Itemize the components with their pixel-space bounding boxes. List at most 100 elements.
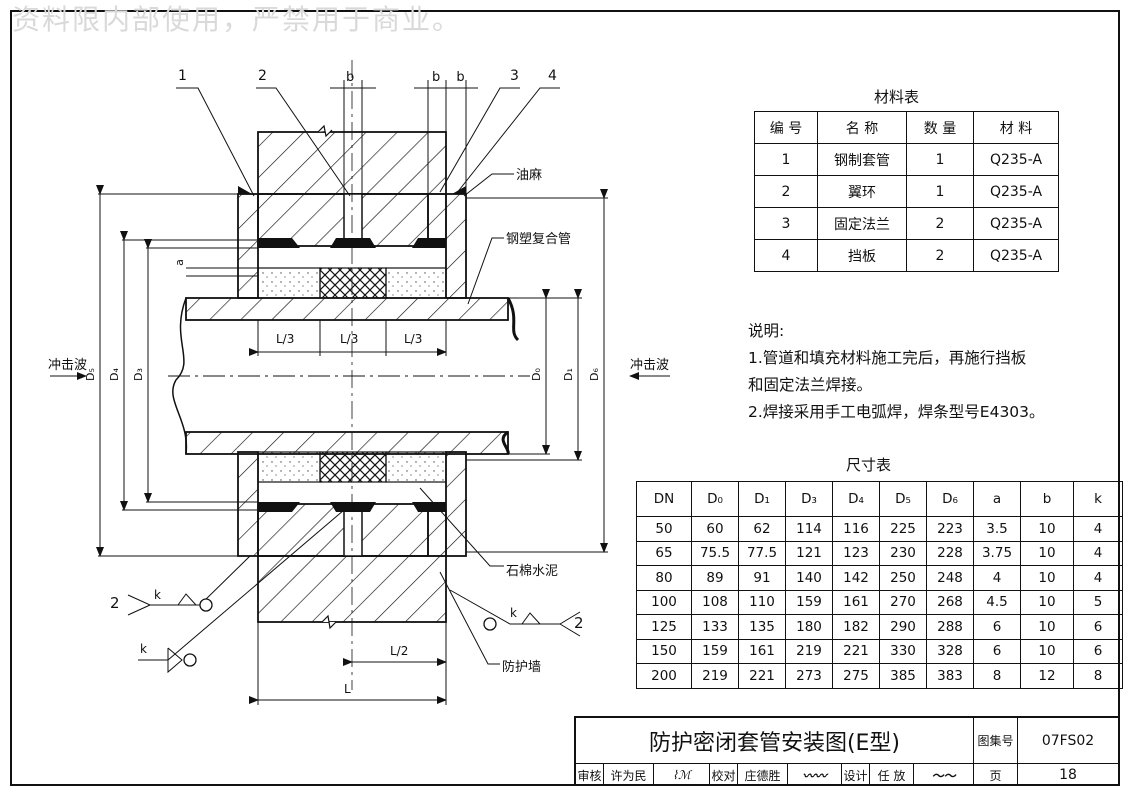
- table-cell: Q235-A: [973, 207, 1059, 240]
- table-cell: 250: [879, 565, 927, 591]
- atlas-label: 图集号: [974, 718, 1018, 764]
- table-cell: 219: [691, 663, 739, 689]
- table-cell: 4: [1073, 540, 1123, 566]
- table-cell: 89: [691, 565, 739, 591]
- table-cell: 翼环: [817, 175, 907, 208]
- table-cell: 275: [832, 663, 880, 689]
- table-header-cell: k: [1073, 481, 1123, 517]
- dim-L: L: [344, 682, 351, 696]
- table-cell: 12: [1020, 663, 1074, 689]
- table-cell: 328: [926, 638, 974, 664]
- drawing-frame: 资料限内部使用，严禁用于商业。: [10, 3, 1120, 786]
- table-header-cell: DN: [636, 481, 692, 517]
- table-cell: 330: [879, 638, 927, 664]
- dim-D1: D₁: [561, 368, 575, 381]
- table-cell: 91: [738, 565, 786, 591]
- table-cell: 6: [1073, 638, 1123, 664]
- dim-D6: D₆: [587, 368, 601, 381]
- table-cell: 62: [738, 516, 786, 542]
- steel-sleeve: [238, 186, 466, 557]
- table-cell: 4: [754, 239, 818, 272]
- label-pipe: 钢塑复合管: [506, 232, 572, 247]
- table-cell: 221: [832, 638, 880, 664]
- label-asbestos-cement: 石棉水泥: [506, 564, 559, 579]
- table-header-cell: D₆: [926, 481, 974, 517]
- table-cell: 挡板: [817, 239, 907, 272]
- materials-table-title: 材料表: [874, 88, 920, 106]
- note-line: 1.管道和填充材料施工完后，再施行挡板: [748, 349, 1027, 367]
- steel-plastic-pipe: [168, 60, 530, 690]
- table-cell: 10: [1020, 638, 1074, 664]
- note-line: 和固定法兰焊接。: [748, 376, 873, 394]
- table-cell: 161: [738, 638, 786, 664]
- table-cell: 108: [691, 589, 739, 615]
- checker-signature: 〰〰: [788, 764, 842, 786]
- table-cell: 288: [926, 614, 974, 640]
- table-cell: 110: [738, 589, 786, 615]
- dim-D0: D₀: [529, 368, 543, 381]
- table-cell: 77.5: [738, 540, 786, 566]
- page-number: 18: [1059, 767, 1077, 783]
- table-cell: 180: [785, 614, 833, 640]
- table-cell: 10: [1020, 565, 1074, 591]
- callout-3: 3: [510, 68, 519, 84]
- dim-b-label: b: [346, 70, 355, 85]
- table-cell: 4: [1073, 516, 1123, 542]
- table-cell: 1: [754, 143, 818, 176]
- table-cell: 200: [636, 663, 692, 689]
- dim-D5: D₅: [83, 368, 97, 381]
- table-cell: 228: [926, 540, 974, 566]
- callout-4: 4: [548, 68, 557, 84]
- weld-ref-2-left: 2: [110, 594, 120, 612]
- table-cell: 121: [785, 540, 833, 566]
- table-cell: 10: [1020, 540, 1074, 566]
- table-cell: 4.5: [973, 589, 1021, 615]
- table-cell: 219: [785, 638, 833, 664]
- label-shock-wave-left: 冲击波: [48, 358, 88, 373]
- table-cell: 270: [879, 589, 927, 615]
- weld-k-3: k: [510, 606, 517, 620]
- table-header-cell: 数 量: [906, 111, 974, 144]
- table-header-cell: D₅: [879, 481, 927, 517]
- table-cell: 223: [926, 516, 974, 542]
- reviewer-signature: ⌇ℳ: [654, 764, 710, 786]
- dim-l3-3: L/3: [404, 332, 423, 346]
- label-shock-wave-right: 冲击波: [630, 358, 670, 373]
- table-cell: Q235-A: [973, 239, 1059, 272]
- table-cell: 140: [785, 565, 833, 591]
- table-cell: 2: [906, 239, 974, 272]
- table-cell: 116: [832, 516, 880, 542]
- table-header-cell: D₁: [738, 481, 786, 517]
- table-header-row: DN D₀ D₁ D₃ D₄ D₅ D₆ a b k: [636, 481, 1123, 517]
- table-cell: 8: [973, 663, 1021, 689]
- page-label: 页: [974, 764, 1018, 786]
- table-header-cell: b: [1020, 481, 1074, 517]
- table-cell: 3: [754, 207, 818, 240]
- table-cell: 161: [832, 589, 880, 615]
- title-block: 防护密闭套管安装图(E型) 图集号 07FS02 审核 许为民 ⌇ℳ 校对 庄德…: [574, 716, 1120, 786]
- table-cell: 10: [1020, 589, 1074, 615]
- table-cell: 248: [926, 565, 974, 591]
- label-protective-wall: 防护墙: [502, 660, 542, 675]
- review-label: 审核: [576, 764, 604, 786]
- table-cell: 125: [636, 614, 692, 640]
- table-cell: 3.75: [973, 540, 1021, 566]
- atlas-number: 07FS02: [1018, 718, 1118, 764]
- table-cell: 8: [1073, 663, 1123, 689]
- note-line: 2.焊接采用手工电弧焊，焊条型号E4303。: [748, 403, 1045, 421]
- table-cell: 3.5: [973, 516, 1021, 542]
- table-cell: 固定法兰: [817, 207, 907, 240]
- dimension-lines: [50, 80, 670, 705]
- table-cell: 150: [636, 638, 692, 664]
- dimensions-table-title: 尺寸表: [846, 456, 892, 474]
- table-cell: 钢制套管: [817, 143, 907, 176]
- table-cell: 230: [879, 540, 927, 566]
